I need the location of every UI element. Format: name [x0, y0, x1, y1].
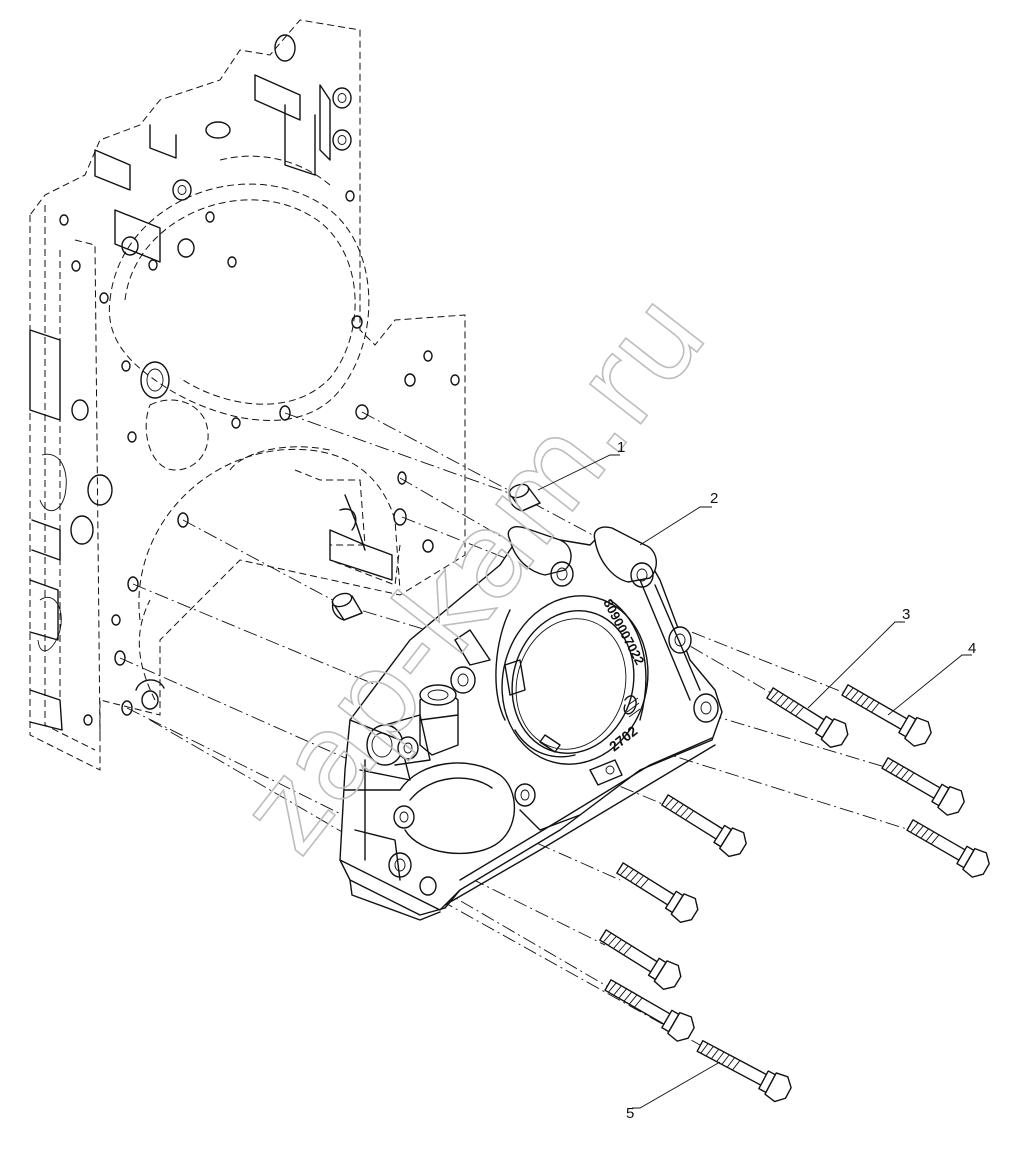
- callout-label-1: 1: [617, 439, 625, 456]
- dowel-bushing-upper: [508, 483, 541, 512]
- callout-3: 3: [807, 606, 910, 709]
- dowel-bushing-lower: [331, 592, 363, 621]
- bolt-center-upper: [661, 794, 747, 858]
- callout-label-2: 2: [710, 490, 718, 507]
- gear-housing-plate: [29, 19, 466, 771]
- front-cover-oil-pump: [339, 526, 723, 921]
- bolt-right-low: [906, 819, 990, 878]
- bolt-5: [696, 1040, 792, 1103]
- bolt-center-low: [599, 929, 682, 990]
- callout-4: 4: [887, 640, 976, 716]
- bolt-4: [841, 684, 932, 747]
- crankshaft-seal-bore: [495, 595, 649, 765]
- callout-label-5: 5: [626, 1105, 634, 1122]
- bolt-3: [766, 687, 849, 748]
- callout-label-4: 4: [968, 640, 976, 657]
- bolt-center-mid: [616, 862, 699, 923]
- bolt-long-lower: [604, 979, 695, 1042]
- oil-fitting-side: [366, 714, 431, 766]
- callout-1: 1: [537, 439, 625, 491]
- plate-bolt-holes: [59, 190, 460, 726]
- callout-label-3: 3: [902, 606, 910, 623]
- callout-2: 2: [639, 490, 718, 546]
- bolt-right-mid: [881, 757, 965, 816]
- callout-5: 5: [626, 1061, 721, 1122]
- oil-fitting-top: [419, 684, 459, 756]
